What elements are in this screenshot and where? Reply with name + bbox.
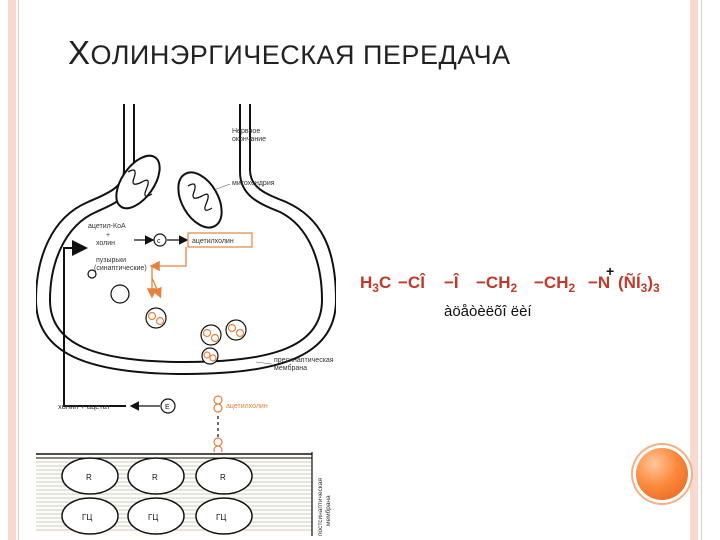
acetylcholine-binding-marker — [213, 437, 223, 455]
slide-title-rest: ОЛИНЭРГИЧЕСКАЯ ПЕРЕДАЧА — [90, 40, 511, 70]
acetylcholine-formula: H3C −CÎ −Î −CH2 −CH2 −N + (ÑÍ3)3 àöåòèëõ… — [360, 263, 660, 320]
slide-title-first-letter: Х — [68, 34, 91, 71]
acetylcholine-box — [187, 232, 253, 248]
label-choline: холин — [96, 240, 115, 247]
formula-plus: + — [606, 263, 614, 279]
label-presynaptic-line1: пресинаптическая — [274, 357, 334, 364]
mitochondrion-left — [115, 154, 161, 210]
label-presynaptic-line2: мембрана — [274, 364, 307, 372]
choline-reuptake-arrow — [63, 240, 126, 407]
label-vesicles-line1: пузырьки — [96, 257, 126, 264]
effector-label-2: ГЦ — [148, 513, 158, 522]
presynaptic-membrane-outer — [36, 104, 336, 376]
acetylcholinesterase-circle — [160, 398, 176, 414]
label-nerve-ending-line1: Нервное — [232, 128, 260, 135]
receptor-label-2: R — [152, 473, 158, 482]
slide-frame-right — [690, 0, 698, 540]
formula-name: àöåòèëõî ëèí — [444, 303, 532, 320]
presynaptic-membrane-inner — [48, 104, 324, 364]
formula-h3c: H3C — [360, 273, 391, 295]
formula-ch2-a: −CH2 — [476, 273, 517, 295]
transport-line-orange — [149, 247, 187, 272]
effector-label-1: ГЦ — [82, 513, 92, 522]
label-plus: + — [106, 232, 110, 239]
label-postsynaptic-line1: постсинаптическая — [317, 478, 324, 536]
label-mitochondria: митохондрия — [232, 180, 275, 187]
label-acetylcholine-release: ацетилхолин — [226, 403, 268, 410]
slide-title: ХОЛИНЭРГИЧЕСКАЯ ПЕРЕДАЧА — [68, 34, 511, 72]
vesicle-filled-1 — [145, 307, 167, 329]
acetylcholine-release-marker — [213, 395, 223, 413]
synapse-diagram: Нервное окончание митохондрия ацетил-КоА… — [36, 104, 336, 536]
formula-n: −N — [588, 273, 610, 292]
effector-3: ГЦ — [195, 497, 253, 535]
vesicle-filled-2 — [200, 324, 222, 346]
label-vesicles-line2: (синаптические) — [94, 265, 147, 272]
label-nerve-ending-line2: окончание — [232, 136, 266, 143]
receptor-3: R — [195, 457, 253, 495]
slide-frame-left-line — [18, 0, 19, 540]
pointer-mitochondria — [213, 183, 231, 191]
label-enzyme-e: Е — [165, 404, 170, 411]
decorative-orange-circle — [636, 448, 688, 500]
slide-frame-right-line — [701, 0, 702, 540]
receptor-label-1: R — [86, 473, 92, 482]
effector-1: ГЦ — [61, 497, 119, 535]
label-acetyl-coa: ацетил-КоА — [88, 223, 126, 230]
transport-line-orange-fork — [151, 277, 162, 299]
label-postsynaptic-line2: мембрана — [324, 495, 332, 526]
formula-ch2-b: −CH2 — [534, 273, 575, 295]
label-enzyme-c: c — [157, 238, 161, 245]
vesicle-filled-4 — [201, 347, 219, 365]
effector-label-3: ГЦ — [216, 513, 226, 522]
receptor-label-3: R — [220, 473, 226, 482]
vesicle-empty-small — [87, 269, 97, 279]
receptor-1: R — [61, 457, 119, 495]
receptor-2: R — [127, 457, 185, 495]
pointer-presynaptic — [255, 361, 273, 365]
vesicle-empty-large — [110, 284, 130, 304]
effector-2: ГЦ — [127, 497, 185, 535]
label-acetylcholine-box: ацетилхолин — [192, 238, 234, 245]
mitochondrion-right — [177, 171, 223, 229]
formula-o: −Î — [444, 273, 460, 292]
formula-methyl-group: (ÑÍ3)3 — [618, 272, 660, 295]
formula-co: −CÎ — [398, 273, 426, 292]
slide-frame-left — [8, 0, 16, 540]
vesicle-filled-3 — [225, 319, 247, 341]
label-choline-acetate: холин + ацетат — [58, 402, 111, 411]
